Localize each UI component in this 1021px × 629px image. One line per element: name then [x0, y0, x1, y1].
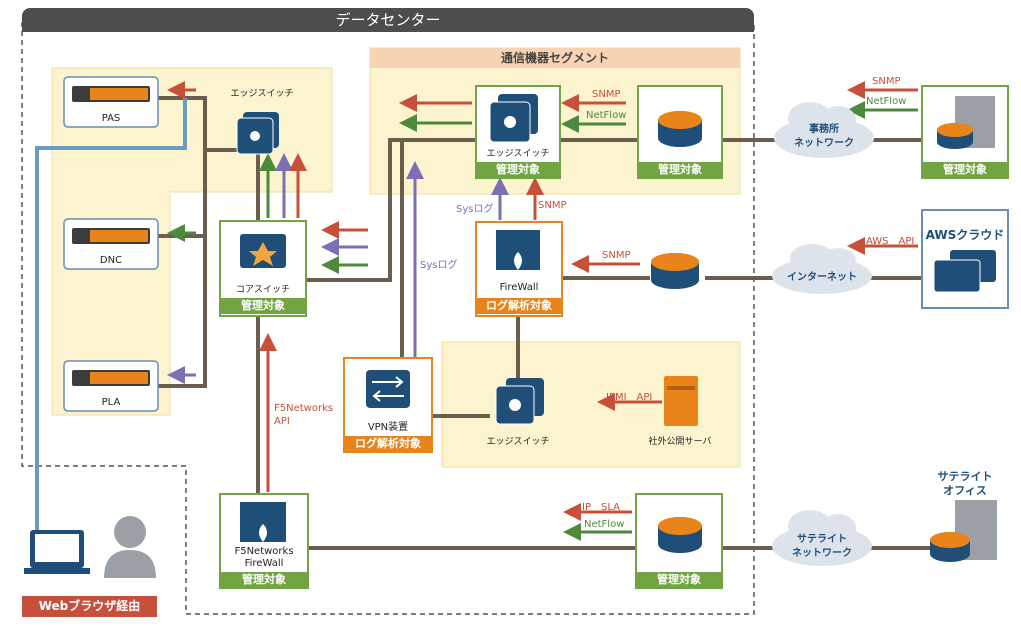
browser-line: [35, 98, 187, 532]
snmp-label-internet: SNMP: [602, 250, 631, 261]
router-top-managed-tag: 管理対象: [638, 162, 722, 178]
syslog-label-vpn: Sysログ: [420, 260, 458, 271]
ip-sla-label: IP SLA: [582, 502, 620, 513]
f5-label-2: FireWall: [244, 558, 284, 569]
office-network-label-2: ネットワーク: [794, 138, 854, 149]
pas-label: PAS: [101, 113, 121, 124]
pas-server-icon: [63, 76, 159, 128]
dnc-label: DNC: [99, 255, 123, 266]
netflow-label-seg: NetFlow: [586, 110, 627, 121]
seg-switch-icon: [489, 94, 538, 143]
snmp-label-seg: SNMP: [592, 89, 621, 100]
syslog-label-fw: Sysログ: [456, 204, 494, 215]
satellite-network-label-2: ネットワーク: [792, 548, 852, 559]
office-network-label-1: 事務所: [809, 124, 839, 135]
connection-lines: [158, 96, 930, 550]
f5-firewall-icon: [240, 502, 286, 542]
pla-server-icon: [63, 360, 159, 412]
laptop-icon: [24, 530, 90, 574]
firewall-icon: [496, 230, 540, 270]
satellite-office-label-1: サテライト: [937, 470, 993, 483]
person-icon: [104, 516, 156, 578]
edge-switch-bottom-label: エッジスイッチ: [486, 437, 550, 447]
dnc-server-icon: [63, 218, 159, 270]
ipmi-api-label: IPMI API: [606, 392, 653, 403]
internet-label: インターネット: [787, 272, 857, 283]
office-managed-tag: 管理対象: [922, 162, 1008, 178]
core-switch-managed-tag: 管理対象: [220, 298, 306, 314]
netflow-label-bottom: NetFlow: [584, 519, 625, 530]
aws-label: AWSクラウド: [925, 228, 1005, 242]
router-bottom-icon: [658, 517, 702, 553]
seg-switch-managed-tag: 管理対象: [476, 162, 560, 178]
router-top-icon: [658, 111, 702, 147]
vpn-log-tag: ログ解析対象: [344, 436, 432, 452]
edge-switch-top-icon: [236, 112, 279, 155]
f5-label-1: F5Networks: [234, 546, 294, 557]
satellite-network-label-1: サテライト: [797, 534, 847, 545]
pla-label: PLA: [101, 397, 121, 408]
snmp-label-office: SNMP: [872, 76, 901, 87]
satellite-office-label-2: オフィス: [943, 484, 987, 497]
vpn-icon: [366, 370, 410, 408]
datacenter-title: データセンター: [22, 8, 754, 32]
aws-api-label: AWS API: [866, 236, 915, 247]
satellite-office-icon: [930, 500, 997, 562]
router-bottom-managed-tag: 管理対象: [636, 572, 722, 588]
vpn-label: VPN装置: [367, 422, 409, 433]
core-switch-label: コアスイッチ: [235, 285, 290, 295]
firewall-log-tag: ログ解析対象: [476, 298, 562, 314]
edge-switch-top-label: エッジスイッチ: [230, 89, 294, 99]
segment-title: 通信機器セグメント: [370, 48, 740, 68]
seg-switch-label: エッジスイッチ: [486, 149, 550, 159]
f5-managed-tag: 管理対象: [220, 572, 308, 588]
f5-api-label-1: F5Networks: [274, 403, 334, 414]
aws-cloud-icon: [933, 250, 996, 293]
edge-switch-bottom-icon: [495, 378, 544, 425]
web-browser-tag: Webブラウザ経由: [22, 596, 157, 617]
firewall-label: FireWall: [499, 282, 539, 293]
cloud-shapes: [772, 102, 874, 566]
core-switch-icon: [240, 234, 286, 268]
office-building-icon: [937, 96, 995, 149]
snmp-label-fw: SNMP: [538, 200, 567, 211]
netflow-label-office: NetFlow: [866, 96, 907, 107]
router-mid-icon: [651, 253, 699, 289]
f5-api-label-2: API: [274, 416, 290, 427]
public-server-icon: [664, 376, 698, 426]
public-server-label: 社外公開サーバ: [648, 437, 712, 447]
datacenter-border: [21, 22, 755, 615]
